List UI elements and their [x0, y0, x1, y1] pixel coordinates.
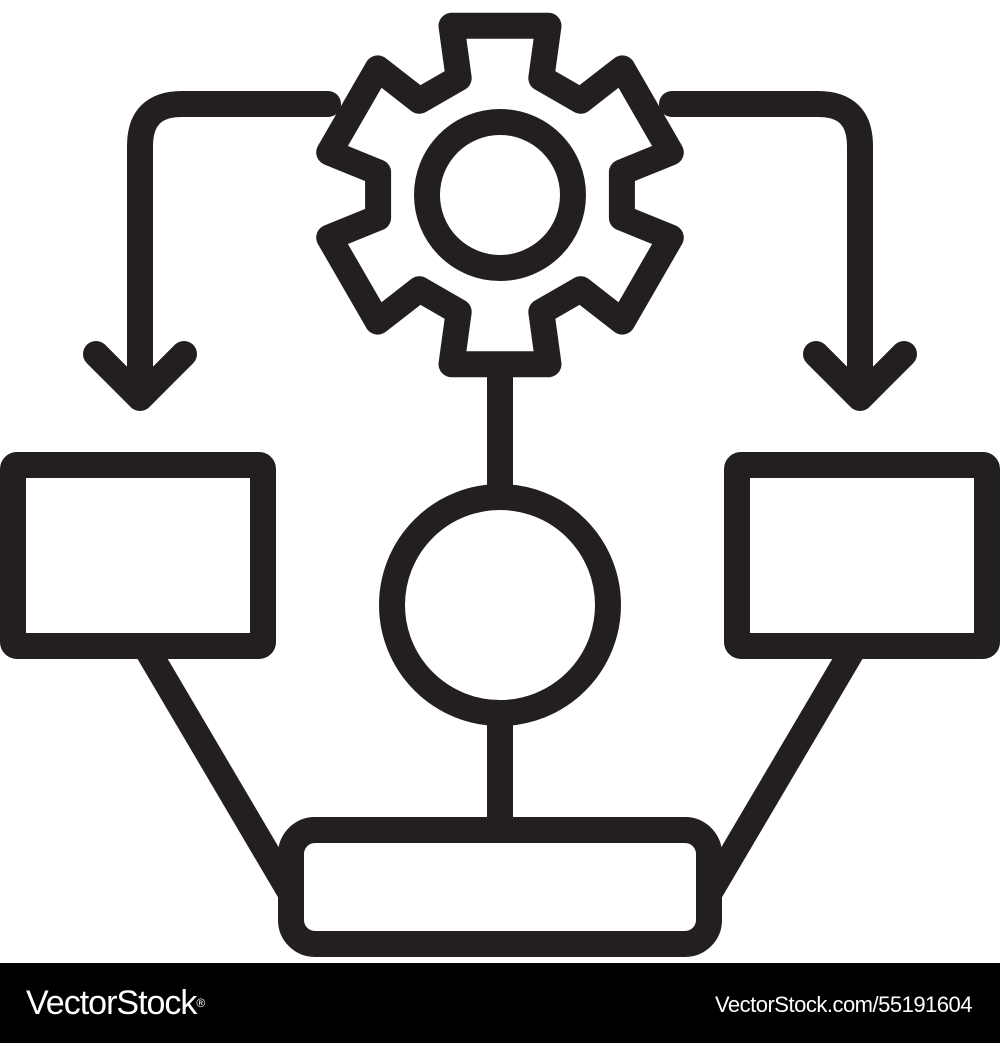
watermark-footer: VectorStock® VectorStock.com/55191604 [0, 963, 1000, 1043]
right-arrow-head [803, 341, 917, 411]
right-box [724, 452, 1000, 659]
left-box-connector [132, 633, 303, 905]
bottom-box [278, 817, 722, 957]
right-arrow [659, 91, 917, 411]
workflow-diagram [0, 12, 1000, 957]
right-box-connector [697, 633, 868, 905]
left-box [0, 452, 276, 659]
gear-icon [316, 12, 684, 378]
right-arrow-line [659, 91, 873, 405]
left-arrow [83, 91, 341, 411]
left-arrow-line [127, 91, 341, 405]
gear-hub [414, 109, 586, 281]
gear-outline [316, 12, 684, 378]
image-id: VectorStock.com/55191604 [714, 992, 973, 1017]
registered-mark: ® [196, 996, 205, 1010]
left-arrow-head [83, 341, 197, 411]
brand-name: VectorStock [26, 984, 197, 1022]
center-circle [379, 484, 621, 726]
brand-logo: VectorStock® [26, 983, 205, 1023]
